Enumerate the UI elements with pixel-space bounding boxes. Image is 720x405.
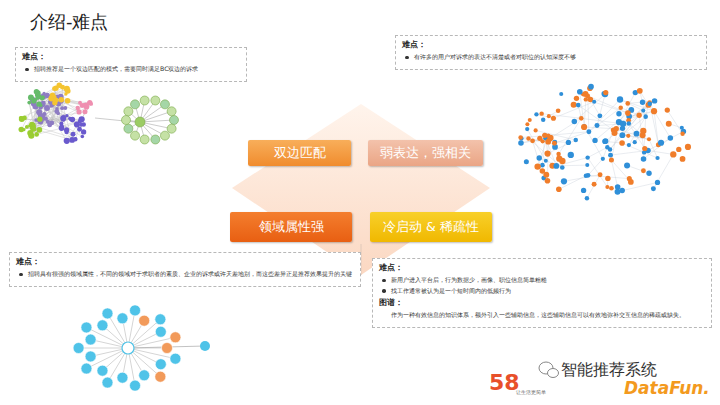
note-box: 难点： 有许多的用户对诉求的表达不清楚或者对职位的认知深度不够 <box>395 35 707 70</box>
topic-label: 冷启动 & 稀疏性 <box>383 219 479 236</box>
note-box: 难点： 招聘推荐是一个双边匹配的模式，需要同时满足BC双边的诉求 <box>15 47 247 82</box>
graph-nodes <box>122 96 179 144</box>
topic-label: 双边匹配 <box>274 145 326 162</box>
note-heading: 难点： <box>22 52 240 62</box>
note-heading: 难点： <box>16 257 354 267</box>
note-text: 有许多的用户对诉求的表达不清楚或者对职位的认知深度不够 <box>402 53 700 62</box>
topic-label: 弱表达，强相关 <box>380 145 471 162</box>
note-heading: 图谱： <box>379 298 705 308</box>
note-text: 招聘推荐是一个双边匹配的模式，需要同时满足BC双边的诉求 <box>22 65 240 74</box>
topic-box: 双边匹配 <box>248 140 351 166</box>
note-box: 难点： 新用户进入平台后，行为数据少，画像、职位信息简单粗糙找工作通常被认为是一个… <box>372 258 712 328</box>
note-heading: 难点： <box>379 263 705 273</box>
note-box: 难点： 招聘具有很强的领域属性，不同的领域对于求职者的素质、企业的诉求或许天差地别… <box>9 252 361 287</box>
graph-edges <box>521 87 684 199</box>
diamond-backdrop <box>232 104 490 275</box>
graph-nodes <box>19 82 94 143</box>
note-text: 招聘具有很强的领域属性，不同的领域对于求职者的素质、企业的诉求或许天差地别，而这… <box>16 270 354 279</box>
radial-graph <box>73 305 210 391</box>
slide-title: 介绍-难点 <box>30 10 109 34</box>
logo-text: DataFun. <box>624 378 710 398</box>
note-text: 作为一种有效信息的知识体系，额外引入一些辅助信息，这些辅助信息可以有效地弥补交互… <box>379 311 705 320</box>
wechat-icon <box>539 362 559 378</box>
topic-box: 领域属性强 <box>230 212 352 242</box>
spoke-lines <box>95 101 174 140</box>
logo-text: 58 <box>489 370 520 395</box>
topic-label: 领域属性强 <box>259 219 324 236</box>
graph-edges <box>21 85 91 141</box>
topic-box: 冷启动 & 稀疏性 <box>370 212 492 242</box>
logo-text: 让生活更简单 <box>516 389 546 395</box>
note-text: 找工作通常被认为是一个短时间内的低频行为 <box>379 287 705 296</box>
topic-box: 弱表达，强相关 <box>368 140 483 166</box>
note-text: 新用户进入平台后，行为数据少，画像、职位信息简单粗糙 <box>379 276 705 285</box>
network-graphs <box>19 82 692 391</box>
graph-nodes <box>518 84 691 201</box>
note-heading: 难点： <box>402 40 700 50</box>
watermark: 智能推荐系统 <box>561 360 657 381</box>
